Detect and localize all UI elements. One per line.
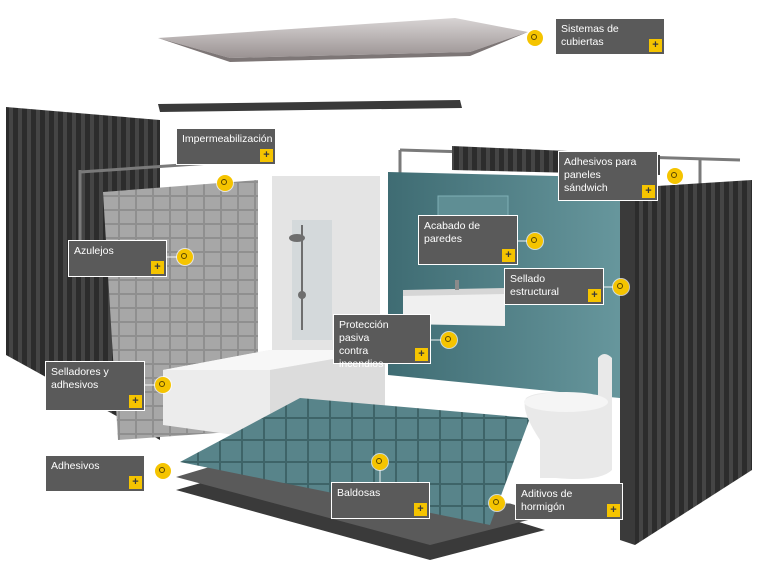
- floor-tiles: [180, 398, 530, 525]
- plus-icon[interactable]: +: [502, 249, 515, 262]
- plus-icon[interactable]: +: [129, 395, 142, 408]
- hotspot-adhesives-icon[interactable]: [155, 463, 171, 479]
- label-tiles[interactable]: Azulejos +: [68, 240, 167, 277]
- plus-icon[interactable]: +: [151, 261, 164, 274]
- hotspot-sandwich-icon[interactable]: [667, 168, 683, 184]
- label-wall-finish[interactable]: Acabado de paredes +: [418, 215, 518, 265]
- label-text: Sistemas de cubiertas: [561, 23, 619, 48]
- toilet: [524, 354, 612, 479]
- hotspot-fire-protection-icon[interactable]: [441, 332, 457, 348]
- label-passive-fire-protection[interactable]: Protección pasiva contra incendios +: [333, 314, 431, 370]
- plus-icon[interactable]: +: [414, 503, 427, 516]
- label-text: Impermeabilización: [182, 133, 273, 145]
- label-text: Sellado estructural: [510, 273, 560, 298]
- plus-icon[interactable]: +: [588, 289, 601, 302]
- right-cladding-wall: [620, 180, 752, 545]
- hotspot-waterproofing-icon[interactable]: [217, 175, 233, 191]
- label-adhesives[interactable]: Adhesivos +: [45, 455, 145, 492]
- plus-icon[interactable]: +: [260, 149, 273, 162]
- label-sandwich-panel-adhesives[interactable]: Adhesivos para paneles sándwich +: [558, 151, 658, 201]
- label-text: Protección pasiva contra incendios: [339, 319, 389, 370]
- roof-panel: [158, 18, 528, 62]
- shower-column: [272, 176, 380, 356]
- label-waterproofing[interactable]: Impermeabilización +: [176, 128, 276, 165]
- label-text: Selladores y adhesivos: [51, 366, 109, 391]
- label-structural-sealing[interactable]: Sellado estructural +: [504, 268, 604, 305]
- ceiling-slab: [158, 100, 462, 112]
- plus-icon[interactable]: +: [642, 185, 655, 198]
- hotspot-floor-tiles-icon[interactable]: [372, 454, 388, 470]
- label-text: Adhesivos para paneles sándwich: [564, 156, 637, 194]
- hotspot-concrete-icon[interactable]: [489, 495, 505, 511]
- label-text: Acabado de paredes: [424, 220, 481, 245]
- label-concrete-additives[interactable]: Aditivos de hormigón +: [515, 483, 623, 520]
- hotspot-tiles-icon[interactable]: [177, 249, 193, 265]
- hotspot-sealants-icon[interactable]: [155, 377, 171, 393]
- plus-icon[interactable]: +: [607, 504, 620, 517]
- plus-icon[interactable]: +: [415, 348, 428, 361]
- label-text: Baldosas: [337, 487, 381, 499]
- label-roof-systems[interactable]: Sistemas de cubiertas +: [555, 18, 665, 55]
- label-sealants-adhesives[interactable]: Selladores y adhesivos +: [45, 361, 145, 411]
- plus-icon[interactable]: +: [649, 39, 662, 52]
- label-text: Azulejos: [74, 245, 114, 257]
- plus-icon[interactable]: +: [129, 476, 142, 489]
- hotspot-roof-icon[interactable]: [527, 30, 543, 46]
- hotspot-structural-sealing-icon[interactable]: [613, 279, 629, 295]
- hotspot-wall-finish-icon[interactable]: [527, 233, 543, 249]
- label-floor-tiles[interactable]: Baldosas +: [331, 482, 430, 519]
- label-text: Aditivos de hormigón: [521, 488, 573, 513]
- label-text: Adhesivos: [51, 460, 100, 472]
